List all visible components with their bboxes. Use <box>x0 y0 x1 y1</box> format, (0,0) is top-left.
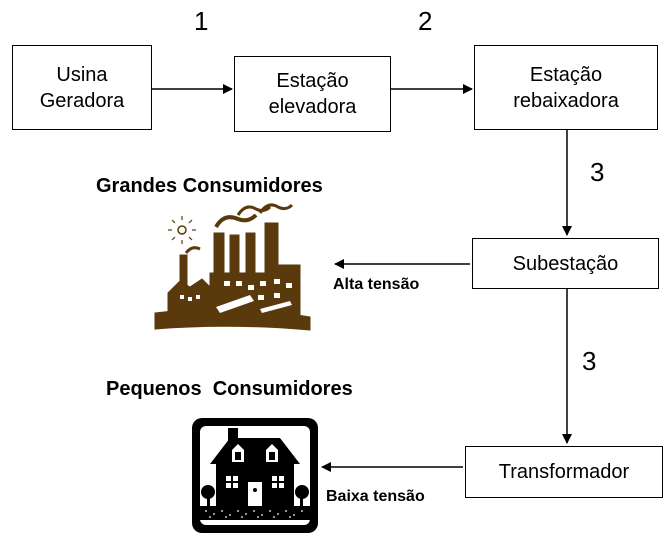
pequenos-consumidores-label: Pequenos Consumidores <box>106 378 353 400</box>
house-icon <box>192 418 318 533</box>
alta-tensao-label: Alta tensão <box>333 276 420 293</box>
elevadora-line-1: Estação <box>276 70 349 92</box>
factory-icon <box>154 203 311 331</box>
subestacao-label: Subestação <box>512 252 619 275</box>
box-estacao-elevadora: Estação elevadora <box>234 56 391 132</box>
box-usina-geradora: Usina Geradora <box>12 45 152 130</box>
box-transformador: Transformador <box>465 446 663 498</box>
elevadora-line-2: elevadora <box>268 96 357 118</box>
box-subestacao: Subestação <box>472 238 659 289</box>
box-estacao-rebaixadora: Estação rebaixadora <box>474 45 658 130</box>
grandes-consumidores-label: Grandes Consumidores <box>96 175 323 197</box>
usina-line-1: Usina <box>56 63 108 86</box>
usina-line-2: Geradora <box>39 89 125 112</box>
edge-number-3b: 3 <box>582 346 597 376</box>
transformador-label: Transformador <box>498 461 630 483</box>
edge-number-1: 1 <box>194 6 209 36</box>
rebaixadora-line-2: rebaixadora <box>513 89 619 112</box>
edge-number-2: 2 <box>418 6 433 36</box>
edge-number-3a: 3 <box>590 157 605 187</box>
rebaixadora-line-1: Estação <box>529 63 603 86</box>
baixa-tensao-label: Baixa tensão <box>326 488 425 505</box>
